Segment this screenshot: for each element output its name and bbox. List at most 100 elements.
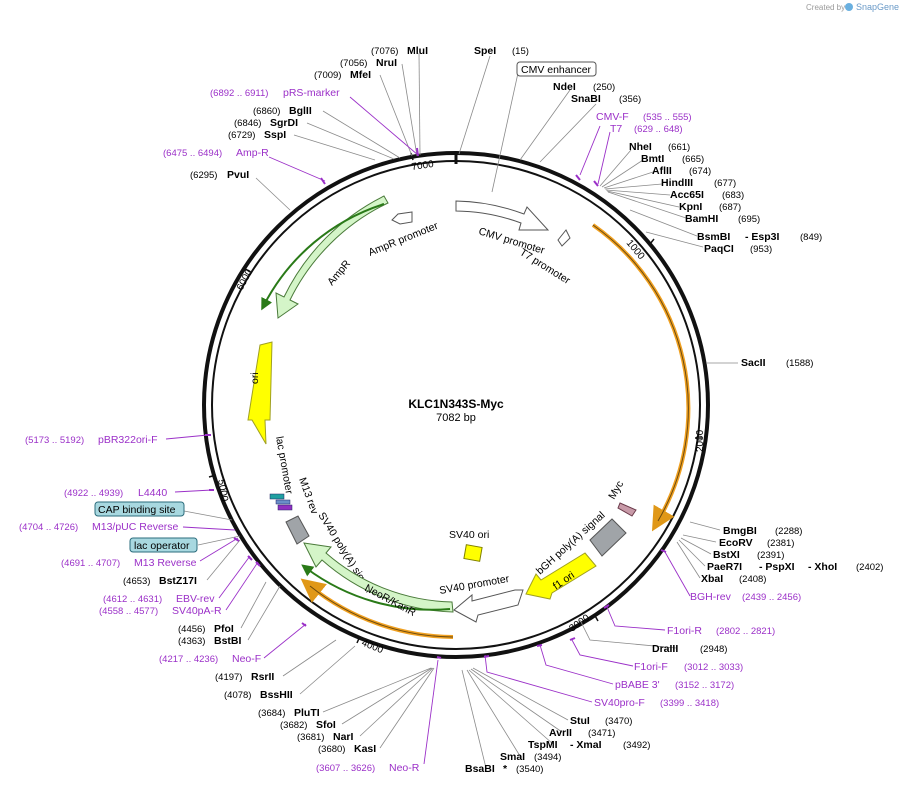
sspi-name[interactable]: SspI xyxy=(264,129,286,141)
mlui-name[interactable]: MluI xyxy=(407,45,428,57)
amp-r-name[interactable]: Amp-R xyxy=(236,147,269,159)
sgrdi-name[interactable]: SgrDI xyxy=(270,117,298,129)
smai-name[interactable]: SmaI xyxy=(500,751,525,763)
pvui-pos: (6295) xyxy=(190,170,217,181)
ndei-name[interactable]: NdeI xyxy=(553,81,576,93)
bstz17i-name[interactable]: BstZ17I xyxy=(159,575,197,587)
nrui-name[interactable]: NruI xyxy=(376,57,397,69)
lead-nari xyxy=(359,667,434,737)
lac-operator-label-box[interactable] xyxy=(129,537,198,553)
lead-spei xyxy=(458,55,491,155)
primer-tick-sv40pro xyxy=(483,655,490,658)
bgh-rev-name[interactable]: BGH-rev xyxy=(690,591,732,603)
lead-bgh-rev xyxy=(664,551,691,597)
f1ori-f-name[interactable]: F1ori-F xyxy=(634,661,668,673)
bstxi-name[interactable]: BstXI xyxy=(713,549,740,561)
sv40-polya-box[interactable] xyxy=(285,515,310,545)
snabi-name[interactable]: SnaBI xyxy=(571,93,601,105)
kpni-pos: (687) xyxy=(719,202,741,213)
tspmi-name[interactable]: TspMI xyxy=(528,739,558,751)
mfei-name[interactable]: MfeI xyxy=(350,69,371,81)
esp3i-name[interactable]: - Esp3I xyxy=(745,231,780,243)
xbai-name[interactable]: XbaI xyxy=(701,573,723,585)
neor-kanr-arrow[interactable] xyxy=(303,542,454,613)
cmv-promoter-arrow[interactable] xyxy=(455,200,550,231)
pspxi-name[interactable]: - PspXI xyxy=(759,561,795,573)
cmv-enhancer-box[interactable] xyxy=(516,61,597,77)
m13-reverse-name[interactable]: M13 Reverse xyxy=(134,557,197,569)
bstbi-name[interactable]: BstBI xyxy=(214,635,242,647)
paqci-name[interactable]: PaqCI xyxy=(704,243,734,255)
pfoi-name[interactable]: PfoI xyxy=(214,623,234,635)
avrii-name[interactable]: AvrII xyxy=(549,727,572,739)
bmgbi-name[interactable]: BmgBI xyxy=(723,525,757,537)
acc65i-name[interactable]: Acc65I xyxy=(670,189,704,201)
pvui-name[interactable]: PvuI xyxy=(227,169,249,181)
pluti-name[interactable]: PluTI xyxy=(294,707,320,719)
lead-ecorv xyxy=(682,534,717,543)
aflii-pos: (674) xyxy=(689,166,711,177)
bmti-name[interactable]: BmtI xyxy=(641,153,664,165)
lead-sv40pa-r xyxy=(225,561,259,611)
neo-r-name[interactable]: Neo-R xyxy=(389,762,420,774)
sacii-name[interactable]: SacII xyxy=(741,357,766,369)
ampr-promoter-arrow[interactable] xyxy=(391,211,413,225)
bsabi-name[interactable]: BsaBI xyxy=(465,763,495,775)
cap-binding-site-label-box[interactable] xyxy=(94,501,185,517)
bsshii-name[interactable]: BssHII xyxy=(260,689,293,701)
lac-operator-box[interactable] xyxy=(269,493,285,500)
bsmbi-name[interactable]: BsmBI xyxy=(697,231,730,243)
rsrii-name[interactable]: RsrII xyxy=(251,671,274,683)
aflii-name[interactable]: AflII xyxy=(652,165,672,177)
nari-name[interactable]: NarI xyxy=(333,731,354,743)
m13-rev-box[interactable] xyxy=(277,504,293,511)
m13-puc-reverse-name[interactable]: M13/pUC Reverse xyxy=(92,521,179,533)
bgh-polya-box[interactable] xyxy=(589,518,627,557)
ebv-rev-name[interactable]: EBV-rev xyxy=(176,593,215,605)
ampr-label: AmpR xyxy=(325,258,353,288)
prs-marker-name[interactable]: pRS-marker xyxy=(283,87,340,99)
bglii-name[interactable]: BglII xyxy=(289,105,312,117)
neo-f-name[interactable]: Neo-F xyxy=(232,653,261,665)
pbr322ori-f-name[interactable]: pBR322ori-F xyxy=(98,434,158,446)
sv40pro-f-name[interactable]: SV40pro-F xyxy=(594,697,645,709)
lead-neo-f xyxy=(263,623,307,659)
ecorv-name[interactable]: EcoRV xyxy=(719,537,753,549)
f1-ori-arrow[interactable] xyxy=(525,552,597,600)
nhei-name[interactable]: NheI xyxy=(629,141,652,153)
ecorv-pos: (2381) xyxy=(767,538,794,549)
paer7i-name[interactable]: PaeR7I xyxy=(707,561,742,573)
hindiii-name[interactable]: HindIII xyxy=(661,177,693,189)
bamhi-name[interactable]: BamHI xyxy=(685,213,718,225)
draiii-name[interactable]: DraIII xyxy=(652,643,678,655)
cap-site-box[interactable] xyxy=(275,499,291,505)
cmv-f-name[interactable]: CMV-F xyxy=(596,111,629,123)
lead-amp-r xyxy=(268,156,326,182)
kasi-name[interactable]: KasI xyxy=(354,743,376,755)
avrii-pos: (3471) xyxy=(588,728,615,739)
pbabe3-name[interactable]: pBABE 3' xyxy=(615,679,660,691)
ori-arrow[interactable] xyxy=(247,341,273,445)
xmai-name[interactable]: - XmaI xyxy=(570,739,602,751)
lead-xbai xyxy=(676,541,701,579)
l4440-name[interactable]: L4440 xyxy=(138,487,167,499)
sv40-promoter-arrow[interactable] xyxy=(453,589,524,623)
f1ori-r-name[interactable]: F1ori-R xyxy=(667,625,702,637)
spei-name[interactable]: SpeI xyxy=(474,45,496,57)
sfoi-name[interactable]: SfoI xyxy=(316,719,336,731)
sv40-ori-box[interactable] xyxy=(463,544,483,562)
kpni-name[interactable]: KpnI xyxy=(679,201,702,213)
lac-operator-label: lac operator xyxy=(134,540,190,552)
t7-name[interactable]: T7 xyxy=(610,123,622,135)
lead-smai xyxy=(466,669,521,757)
myc-label: Myc xyxy=(606,479,626,502)
t7-promoter-arrow[interactable] xyxy=(557,229,571,247)
m13-reverse-range: (4691 .. 4707) xyxy=(61,558,120,569)
sv40pro-f-range: (3399 .. 3418) xyxy=(660,698,719,709)
myc-tag-box[interactable] xyxy=(617,502,637,517)
xhoi-name[interactable]: - XhoI xyxy=(808,561,837,573)
lead-m13-reverse xyxy=(199,537,239,562)
stui-name[interactable]: StuI xyxy=(570,715,590,727)
sv40pa-r-name[interactable]: SV40pA-R xyxy=(172,605,222,617)
primer-tick-neof xyxy=(301,622,307,627)
